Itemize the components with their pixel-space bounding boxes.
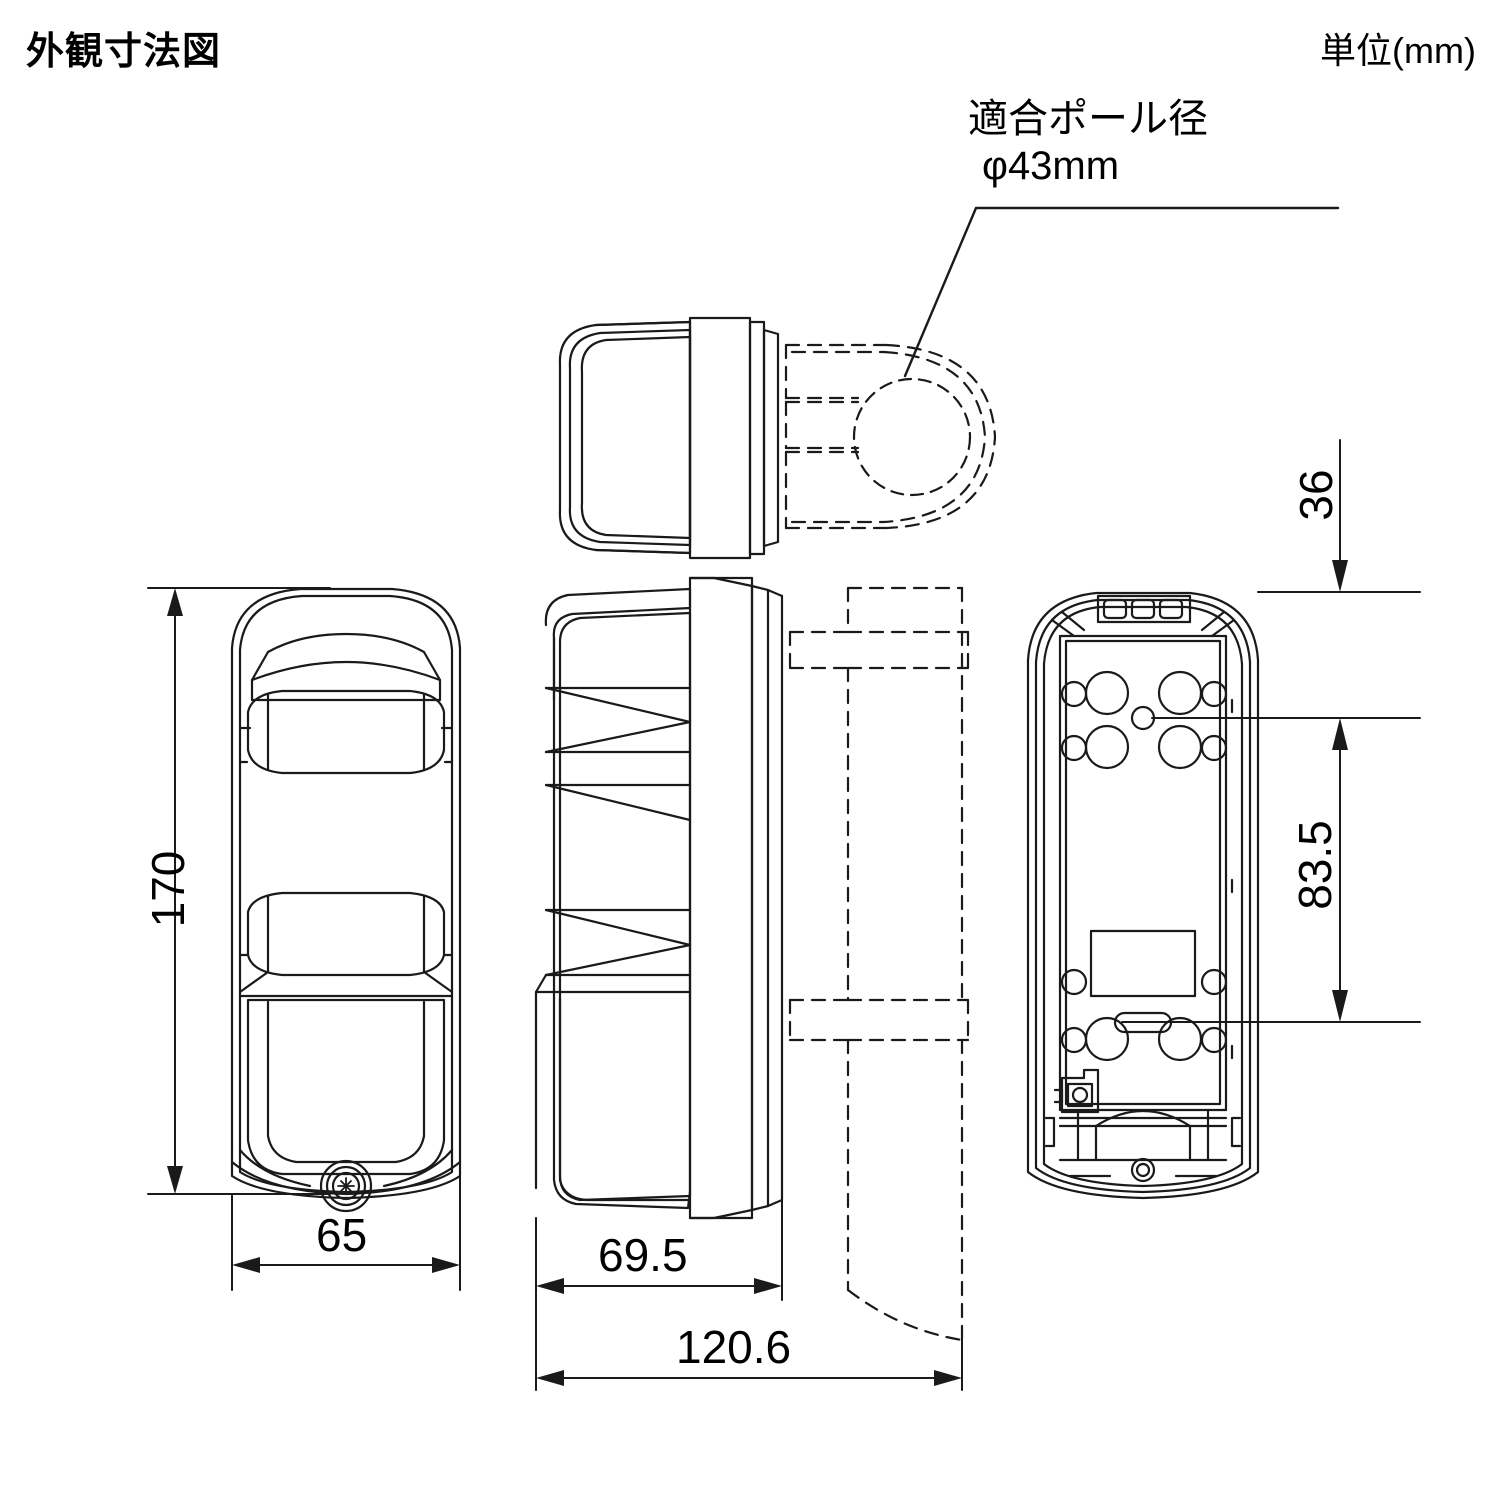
front-view bbox=[230, 587, 462, 1213]
pole-leader-line bbox=[903, 206, 1340, 378]
dim-rear-top-offset bbox=[1257, 439, 1421, 593]
unit-label: 単位(mm) bbox=[1320, 30, 1476, 71]
dim-label-side-depth: 69.5 bbox=[598, 1229, 688, 1281]
side-view-pole-bracket bbox=[788, 586, 970, 1342]
dim-label-front-height: 170 bbox=[142, 850, 194, 928]
dim-label-rear-top-offset: 36 bbox=[1290, 469, 1342, 521]
pole-label-line1: 適合ポール径 bbox=[968, 97, 1208, 141]
dim-label-rear-hole-spacing: 83.5 bbox=[1289, 820, 1341, 910]
dim-side-depth bbox=[535, 1199, 783, 1301]
top-view bbox=[558, 316, 780, 560]
dim-label-total-depth: 120.6 bbox=[676, 1321, 792, 1373]
pole-circle bbox=[852, 377, 972, 497]
top-view-pole-bracket bbox=[784, 343, 997, 530]
page-title: 外観寸法図 bbox=[26, 31, 222, 73]
dim-label-front-width: 65 bbox=[316, 1209, 368, 1261]
rear-view bbox=[1026, 591, 1260, 1200]
pole-label-line2: φ43mm bbox=[982, 144, 1120, 189]
side-view bbox=[534, 576, 784, 1220]
dim-total-depth bbox=[535, 1299, 963, 1391]
dim-rear-hole-spacing bbox=[1332, 718, 1348, 1022]
pole-diameter-annotation: 適合ポール径 φ43mm bbox=[968, 96, 1208, 190]
dim-front-width bbox=[231, 1167, 461, 1291]
dim-front-height bbox=[147, 587, 331, 1195]
